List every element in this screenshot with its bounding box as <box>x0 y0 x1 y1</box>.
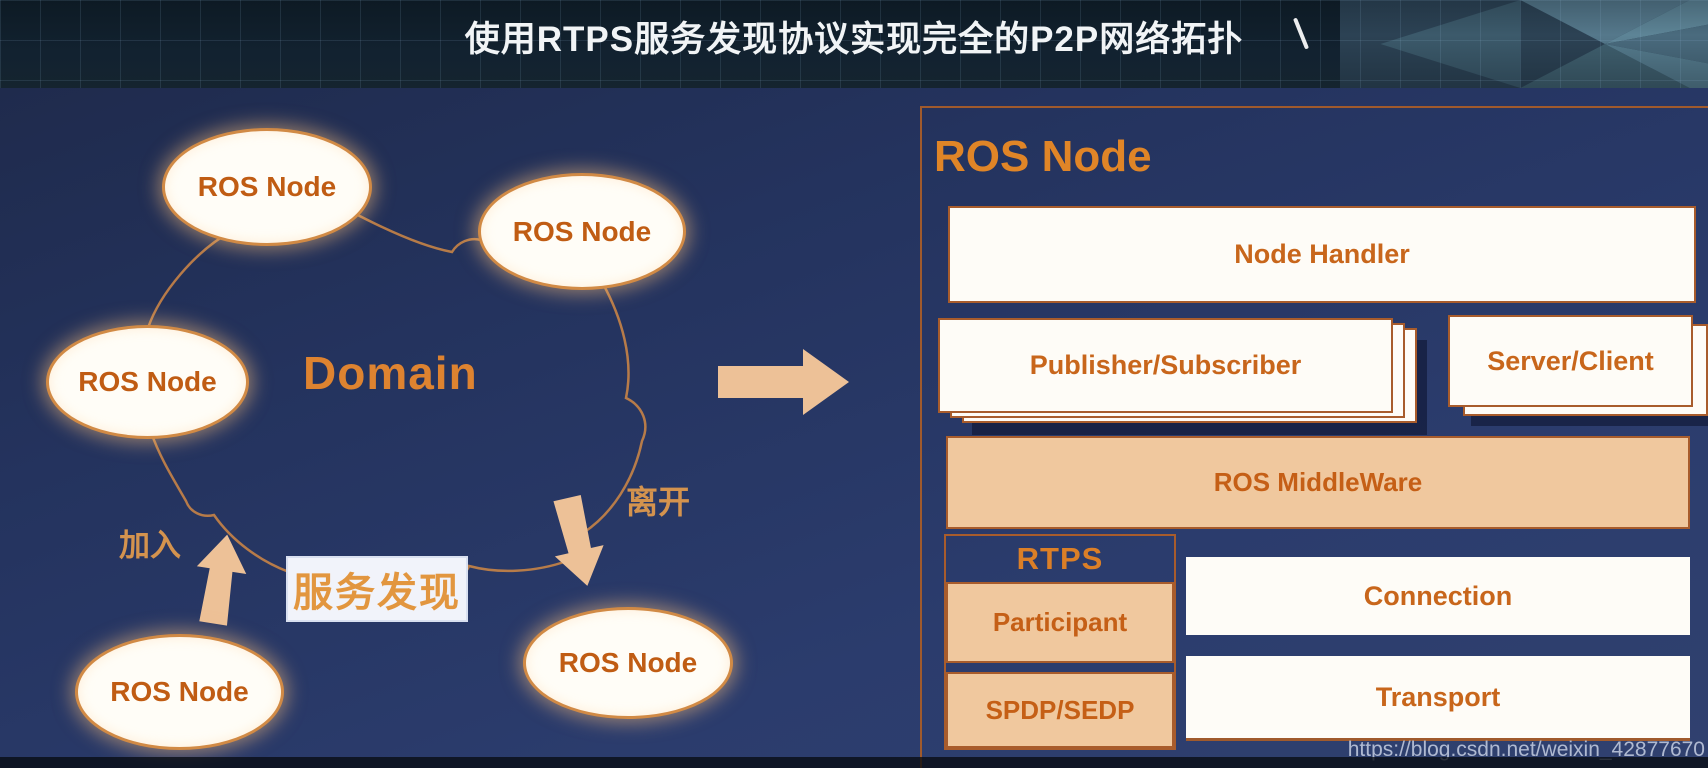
slide-title: 使用RTPS服务发现协议实现完全的P2P网络拓扑 <box>464 20 1244 59</box>
server-client-stack: Server/Client <box>1448 315 1708 419</box>
service-discovery-badge: 服务发现 <box>286 556 468 622</box>
cloud-outline <box>146 230 231 329</box>
ros-node-outer-box <box>920 106 1708 768</box>
cloud-node-bottom-right: ROS Node <box>523 607 733 719</box>
node-label: ROS Node <box>110 676 249 707</box>
cloud-node-top-right: ROS Node <box>478 173 686 290</box>
node-label: ROS Node <box>197 171 337 202</box>
node-label: ROS Node <box>558 647 698 678</box>
flow-arrow-right-icon <box>718 349 849 415</box>
node-label: ROS Node <box>78 366 217 397</box>
node-label: ROS Node <box>512 215 652 247</box>
node-handler-box: Node Handler <box>948 206 1696 303</box>
transport-box: Transport <box>1186 656 1690 741</box>
cloud-node-mid-left: ROS Node <box>46 325 249 439</box>
bottom-edge-strip <box>0 757 1708 768</box>
spdp-sedp-box: SPDP/SEDP <box>946 672 1174 748</box>
arrow-down-icon <box>553 494 604 586</box>
title-band: 使用RTPS服务发现协议实现完全的P2P网络拓扑 <box>0 0 1708 88</box>
cloud-node-top-left: ROS Node <box>162 128 372 246</box>
cloud-node-bottom-left: ROS Node <box>75 634 284 750</box>
publisher-subscriber-stack: Publisher/Subscriber <box>938 318 1430 430</box>
arrow-up-icon <box>196 534 247 626</box>
grid-overlay <box>0 0 1708 88</box>
join-label: 加入 <box>119 528 181 563</box>
leave-label: 离开 <box>626 484 691 520</box>
domain-label: Domain <box>303 347 478 399</box>
triangle-pattern <box>1340 0 1708 88</box>
rtps-group: RTPS Participant SPDP/SEDP <box>944 534 1176 750</box>
participant-box: Participant <box>946 582 1174 663</box>
rtps-title: RTPS <box>1016 541 1104 576</box>
watermark: https://blog.csdn.net/weixin_42877670 <box>1347 738 1705 761</box>
connection-box: Connection <box>1186 557 1690 635</box>
cloud-outline <box>351 210 482 254</box>
middleware-box: ROS MiddleWare <box>946 436 1690 529</box>
rtps-divider <box>946 663 1174 672</box>
architecture-title: ROS Node <box>934 132 1152 181</box>
